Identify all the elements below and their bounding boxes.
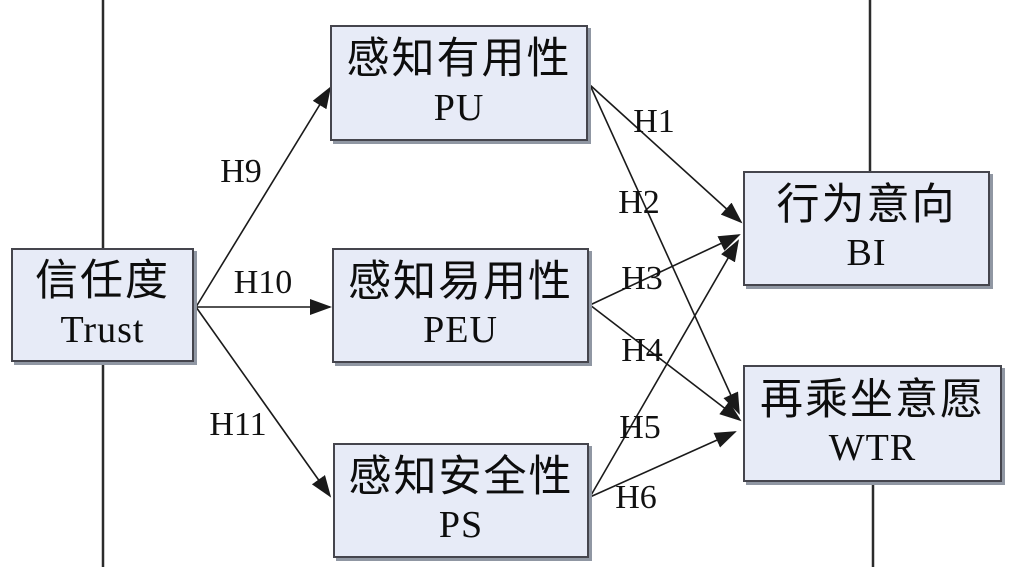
edge-label-h5: H5 [619, 409, 661, 446]
node-bi-label-en: BI [846, 232, 887, 275]
node-peu-label-en: PEU [423, 309, 498, 352]
node-ps: 感知安全性 PS [333, 443, 589, 558]
node-wtr-label-zh: 再乘坐意愿 [760, 376, 985, 424]
edge-arrow-h2 [589, 84, 740, 415]
node-pu-label-en: PU [433, 86, 485, 129]
edge-label-h10: H10 [234, 264, 293, 301]
node-pu: 感知有用性 PU [330, 25, 588, 141]
edge-arrow-h6 [589, 431, 737, 498]
node-peu: 感知易用性 PEU [332, 248, 589, 363]
edge-label-h9: H9 [220, 153, 262, 190]
edge-arrow-h11 [195, 306, 332, 498]
edge-label-h3: H3 [621, 260, 663, 297]
hypothesis-arrows [195, 84, 743, 498]
edge-label-h1: H1 [633, 103, 675, 140]
node-ps-label-zh: 感知安全性 [348, 453, 574, 501]
edge-arrow-h4 [589, 304, 742, 422]
edge-arrow-h9 [195, 86, 332, 308]
node-ps-label-en: PS [438, 504, 484, 547]
edge-label-h2: H2 [618, 184, 660, 221]
edge-label-h6: H6 [615, 479, 657, 516]
node-peu-label-zh: 感知易用性 [348, 258, 573, 306]
node-wtr-label-en: WTR [828, 427, 917, 470]
node-trust-label-zh: 信任度 [35, 258, 170, 306]
edge-arrow-h3 [589, 234, 741, 306]
edge-arrow-h5 [589, 239, 740, 498]
edge-label-h11: H11 [209, 406, 266, 443]
page-rule-lines [101, 0, 875, 567]
node-pu-label-zh: 感知有用性 [346, 36, 572, 84]
edge-arrow-h1 [589, 84, 743, 224]
node-bi-label-zh: 行为意向 [776, 181, 957, 229]
node-trust: 信任度 Trust [11, 248, 194, 362]
node-wtr: 再乘坐意愿 WTR [743, 365, 1002, 482]
node-trust-label-en: Trust [60, 308, 145, 351]
node-bi: 行为意向 BI [743, 171, 990, 286]
edge-label-h4: H4 [621, 332, 663, 369]
